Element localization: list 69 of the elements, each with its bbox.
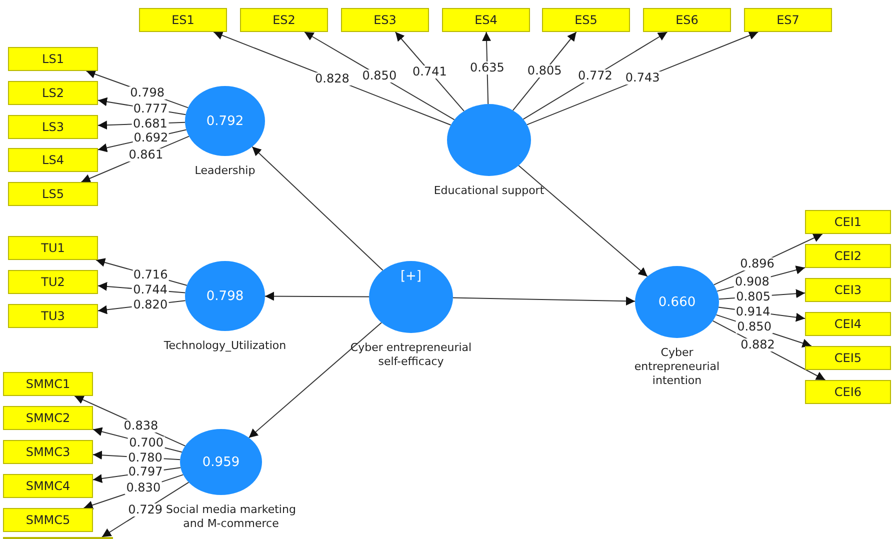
arrow [248,322,382,438]
edge-label: 0.830 [125,482,162,494]
indicator-box: TU1 [8,236,98,260]
indicator-box: TU3 [8,304,98,328]
indicator-box: LS5 [8,182,98,206]
indicator-box: ES5 [542,8,630,32]
indicator-box: LS4 [8,148,98,172]
edge-label: 0.820 [132,298,169,312]
edge-label: 0.797 [127,466,164,479]
construct-name: Technology_Utilization [162,339,288,353]
edge-label: 0.908 [734,275,770,288]
indicator-box: ES6 [643,8,731,32]
construct-ellipse: [+] [369,261,453,333]
edge-label: 0.861 [128,148,164,162]
edge-label: 0.635 [469,62,506,74]
edge-label: 0.700 [128,436,164,450]
edge-label: 0.828 [314,72,350,85]
indicator-box: CEI6 [805,380,891,404]
indicator-box: SMMC3 [3,440,93,464]
arrow [264,292,370,301]
edge-label: 0.729 [127,503,164,516]
indicator-box: LS2 [8,81,98,105]
indicator-box: CEI2 [805,244,891,268]
construct-name: Leadership [194,164,256,178]
edge-label: 0.850 [361,69,398,82]
indicator-box: SMMC1 [3,372,93,396]
indicator-box: SMMC4 [3,474,93,498]
indicator-box: CEI3 [805,278,891,302]
construct-ellipse: 0.660 [635,266,719,338]
indicator-box: SMMC5 [3,508,93,532]
edge-label: 0.741 [412,65,448,78]
indicator-box: ES1 [139,8,227,32]
construct-ellipse: 0.792 [185,86,265,156]
edge-label: 0.805 [526,64,563,78]
edge-label: 0.838 [122,419,160,432]
edge-label: 0.882 [740,338,776,351]
indicator-box: CEI1 [805,210,891,234]
edge-label: 0.744 [132,283,168,296]
edge-label: 0.798 [129,86,166,100]
indicator-box: CEI4 [805,312,891,336]
indicator-box: LS1 [8,47,98,71]
construct-ellipse: 0.959 [180,429,262,495]
indicator-box: ES2 [240,8,328,32]
edge-label: 0.850 [736,320,772,334]
indicator-box: ES7 [744,8,832,32]
indicator-box: ES3 [341,8,429,32]
indicator-box: TU2 [8,270,98,294]
indicator-box: ES4 [442,8,530,32]
edge-label: 0.777 [132,102,169,116]
edge-label: 0.743 [624,72,661,85]
edge-label: 0.805 [735,290,772,304]
edge-label: 0.896 [739,258,776,271]
edge-label: 0.914 [734,305,772,318]
construct-name: Cyber entrepreneurial intention [633,346,721,388]
indicator-box [3,537,113,539]
indicator-box: SMMC2 [3,406,93,430]
construct-name: Educational support [432,184,546,198]
indicator-box: LS3 [8,115,98,139]
construct-ellipse: 0.798 [185,261,265,331]
edge-label: 0.772 [577,69,614,82]
edge-label: 0.716 [132,268,169,282]
arrow [518,165,648,277]
arrow [252,146,384,271]
edge-label: 0.780 [127,451,164,464]
indicator-box: CEI5 [805,346,891,370]
edge-label: 0.692 [132,131,170,144]
edge-label: 0.681 [132,117,168,130]
arrow [452,296,636,306]
construct-name: Cyber entrepreneurial self-efficacy [349,341,473,369]
